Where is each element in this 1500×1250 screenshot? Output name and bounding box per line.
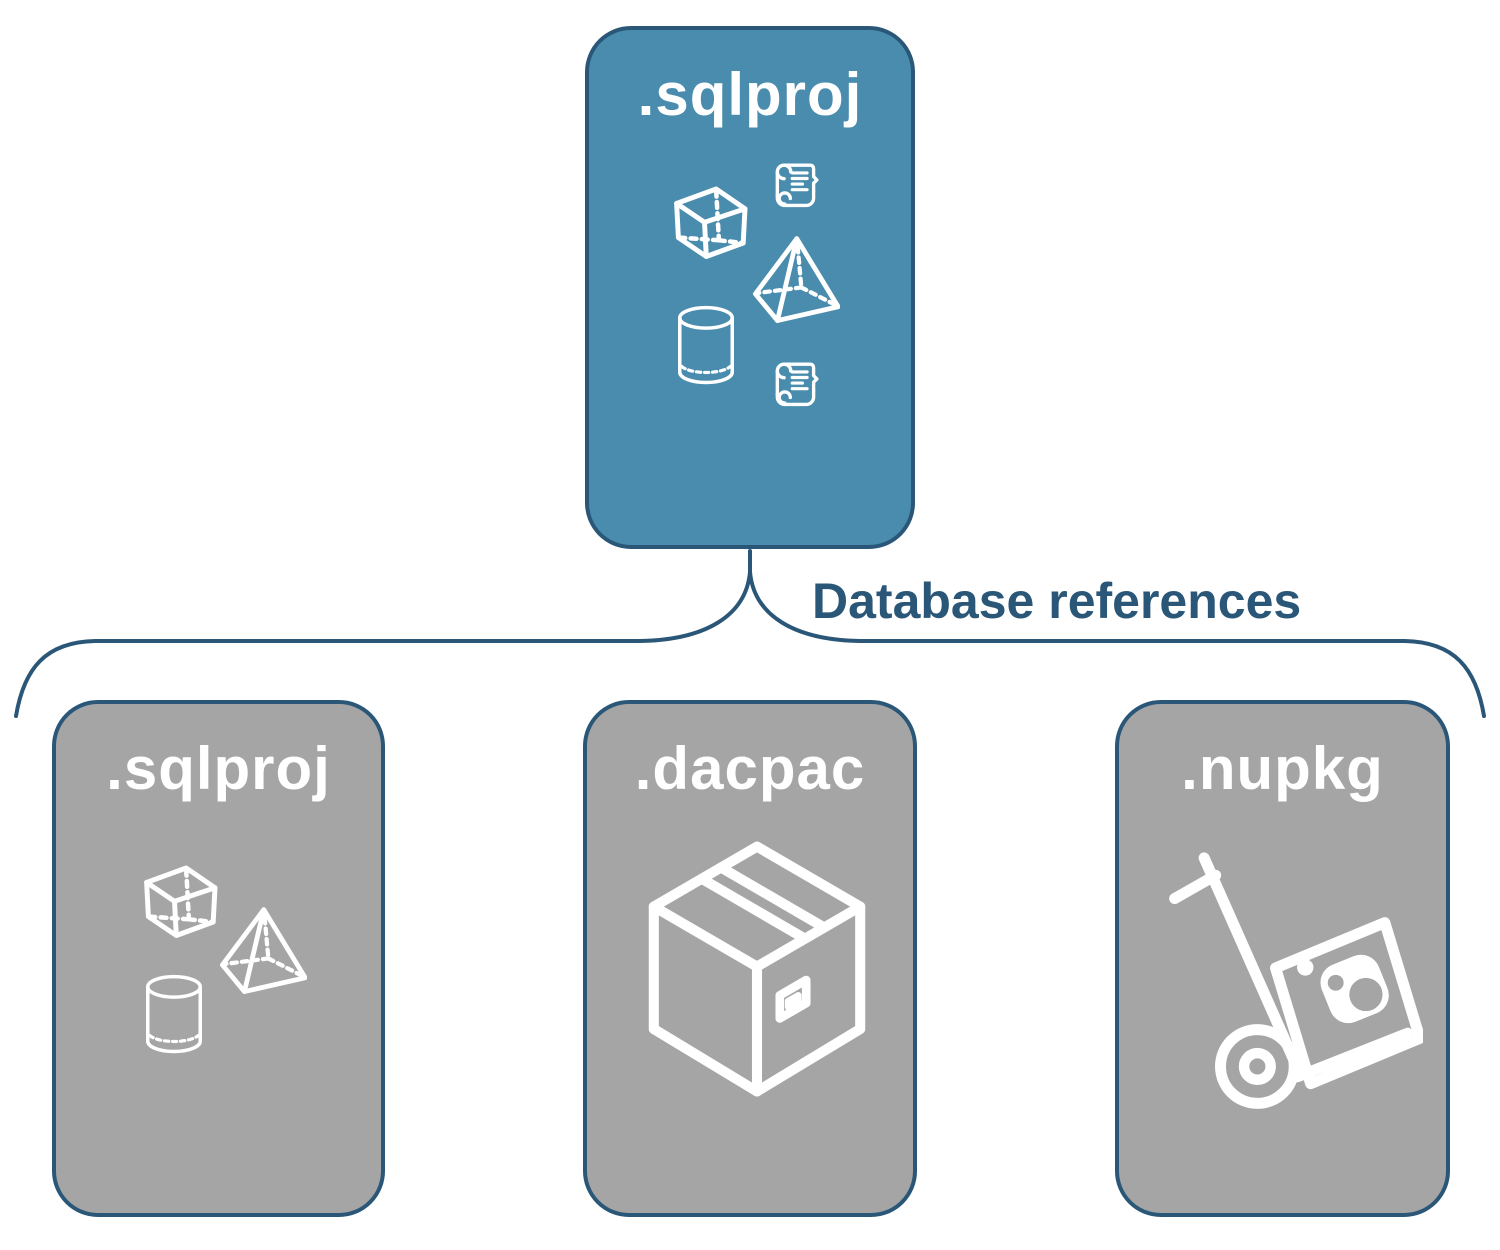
cylinder-icon [674, 304, 738, 388]
package-box-icon [637, 832, 877, 1106]
card-title: .dacpac [634, 735, 866, 802]
child-card-sqlproj: .sqlproj [52, 700, 385, 1217]
scroll-icon [767, 357, 823, 411]
cube-icon [664, 180, 754, 270]
root-card-sqlproj: .sqlproj [585, 26, 915, 549]
pyramid-icon [744, 235, 844, 327]
connector-label: Database references [812, 573, 1302, 629]
cylinder-icon [142, 973, 206, 1057]
scroll-icon [767, 158, 823, 212]
card-title: .nupkg [1181, 735, 1384, 802]
hand-truck-package-icon [1167, 850, 1423, 1114]
card-title: .sqlproj [637, 61, 863, 128]
child-card-dacpac: .dacpac [583, 700, 917, 1217]
pyramid-icon [211, 906, 311, 998]
child-card-nupkg: .nupkg [1115, 700, 1450, 1217]
card-title: .sqlproj [106, 735, 331, 802]
